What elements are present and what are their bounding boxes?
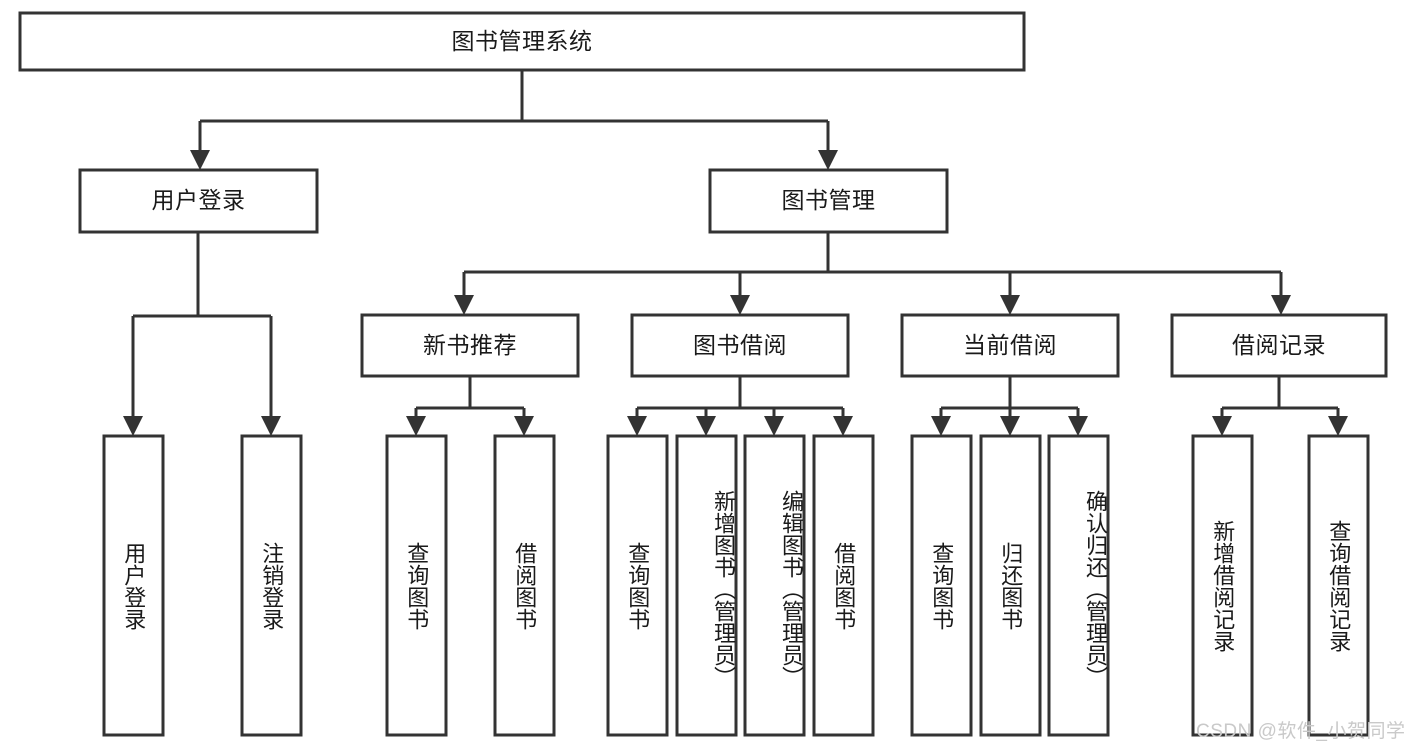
- label-leaf-new-1: 查询图书: [404, 541, 430, 630]
- node-box-leaf-new-1[interactable]: [385, 434, 448, 737]
- node-box-leaf-current-3[interactable]: [1047, 434, 1110, 737]
- arrow-current-leaf1: [931, 416, 951, 436]
- label-leaf-current-3: 确认归还（管理员）: [1083, 490, 1108, 688]
- node-box-leaf-borrow-3[interactable]: [743, 434, 806, 737]
- label-leaf-new-2: 借阅图书: [512, 541, 538, 630]
- node-box-leaf-record-1[interactable]: [1191, 434, 1254, 737]
- label-leaf-borrow-2: 新增图书（管理员）: [711, 490, 736, 688]
- arrow-record-leaf2: [1328, 416, 1348, 436]
- arrow-borrow-leaf4: [833, 416, 853, 436]
- node-box-book-borrow[interactable]: [630, 313, 850, 378]
- node-box-leaf-current-2[interactable]: [979, 434, 1042, 737]
- node-box-leaf-user-login-2[interactable]: [240, 434, 303, 737]
- label-current-borrow: 当前借阅: [963, 331, 1057, 358]
- csdn-watermark: CSDN @软件_小贺同学: [1196, 721, 1405, 742]
- label-leaf-record-2: 查询借阅记录: [1326, 519, 1352, 652]
- arrow-user-login-leaf1: [123, 416, 143, 436]
- label-leaf-borrow-3: 编辑图书（管理员）: [779, 490, 804, 688]
- node-box-leaf-borrow-1[interactable]: [606, 434, 669, 737]
- node-box-user-login[interactable]: [78, 168, 319, 234]
- label-book-management: 图书管理: [781, 187, 876, 214]
- arrow-root-to-book-mgmt: [818, 150, 838, 170]
- label-book-borrow: 图书借阅: [693, 331, 787, 358]
- node-box-book-management[interactable]: [708, 168, 949, 234]
- arrow-user-login-leaf2: [261, 416, 281, 436]
- label-leaf-borrow-1: 查询图书: [625, 541, 651, 630]
- label-leaf-user-login-2: 注销登录: [259, 541, 285, 630]
- node-box-leaf-current-1[interactable]: [910, 434, 973, 737]
- label-leaf-current-1: 查询图书: [929, 541, 955, 630]
- label-root: 图书管理系统: [451, 27, 593, 54]
- arrow-bm-to-new: [454, 295, 474, 315]
- label-leaf-current-2: 归还图书: [998, 541, 1024, 630]
- label-new-book-recommend: 新书推荐: [423, 331, 517, 358]
- label-borrow-record: 借阅记录: [1232, 331, 1326, 358]
- arrow-borrow-leaf3: [764, 416, 784, 436]
- arrow-current-leaf2: [1000, 416, 1020, 436]
- arrow-borrow-leaf2: [696, 416, 716, 436]
- node-box-leaf-user-login-1[interactable]: [102, 434, 165, 737]
- arrow-current-leaf3: [1068, 416, 1088, 436]
- arrow-root-to-user-login: [190, 150, 210, 170]
- node-box-borrow-record[interactable]: [1170, 313, 1388, 378]
- arrow-bm-to-borrow: [730, 295, 750, 315]
- node-box-leaf-new-2[interactable]: [493, 434, 556, 737]
- arrow-borrow-leaf1: [627, 416, 647, 436]
- node-box-leaf-record-2[interactable]: [1307, 434, 1370, 737]
- label-leaf-borrow-4: 借阅图书: [831, 541, 857, 630]
- arrow-new-leaf1: [406, 416, 426, 436]
- arrow-bm-to-record: [1271, 295, 1291, 315]
- node-box-leaf-borrow-2[interactable]: [675, 434, 738, 737]
- node-box-current-borrow[interactable]: [900, 313, 1120, 378]
- arrow-new-leaf2: [514, 416, 534, 436]
- node-box-new-book-recommend[interactable]: [360, 313, 580, 378]
- node-box-leaf-borrow-4[interactable]: [812, 434, 875, 737]
- node-box-root[interactable]: [18, 11, 1026, 72]
- label-user-login: 用户登录: [151, 187, 246, 214]
- label-leaf-record-1: 新增借阅记录: [1210, 519, 1236, 652]
- label-leaf-user-login-1: 用户登录: [121, 541, 147, 630]
- arrow-record-leaf1: [1212, 416, 1232, 436]
- arrow-bm-to-current: [1000, 295, 1020, 315]
